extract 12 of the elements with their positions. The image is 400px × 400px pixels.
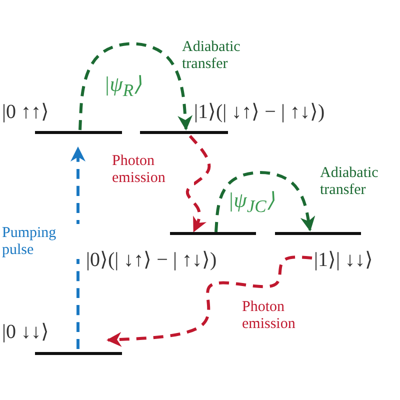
state-label: |1⟩(| ↓↑⟩ − | ↑↓⟩) [194,102,325,122]
state-label: |0⟩(| ↓↑⟩ − | ↑↓⟩) [86,250,217,270]
state-symbol: |ψ$_{R}$⟩ [104,74,142,100]
state-label: |0 ↑↑⟩ [2,102,50,122]
dashed-arrow [214,171,316,232]
state-label: |1⟩| ↓↓⟩ [314,250,374,270]
state-label: |0 ↓↓⟩ [2,322,50,342]
dashed-arrow [186,135,211,232]
dashed-arrow [78,42,193,130]
dashed-arrow [106,256,312,347]
edge-label: Photon emission [110,152,194,187]
state-symbol: |ψ$_{JC}$⟩ [228,190,274,216]
